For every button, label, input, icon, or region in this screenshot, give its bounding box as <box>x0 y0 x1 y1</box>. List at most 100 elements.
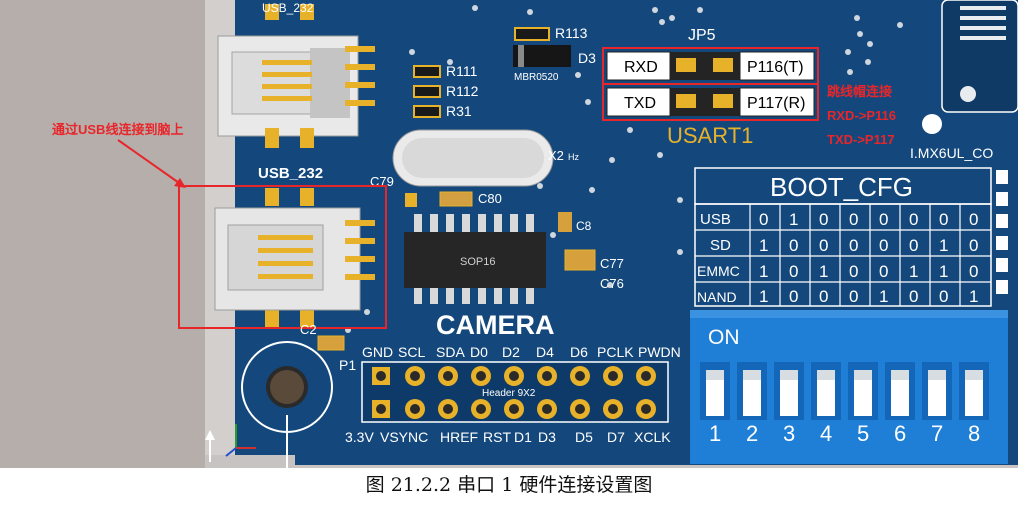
boot-bit: 0 <box>849 287 858 306</box>
dip-number: 4 <box>820 421 832 446</box>
boot-cfg-table <box>694 167 992 307</box>
cam-pin-top: GND <box>362 344 393 360</box>
boot-bit: 0 <box>969 236 978 255</box>
c2-body <box>317 335 345 351</box>
camera-pin-labels-bottom: 3.3V VSYNC HREF RST D1 D3 D5 D7 XCLK <box>345 429 671 445</box>
boot-bit: 1 <box>789 210 798 229</box>
boot-cfg-cells: USB SD EMMC NAND 0 1 0 0 0 0 0 0 1 0 0 0… <box>697 210 978 306</box>
c77-body <box>564 249 596 271</box>
dip-number: 8 <box>968 421 980 446</box>
c8-label: C8 <box>576 219 592 233</box>
c2-label: C2 <box>300 322 317 337</box>
boot-bit: 0 <box>849 236 858 255</box>
usb-arrow-head <box>174 178 186 188</box>
c80-label: C80 <box>478 191 502 206</box>
p116-box <box>739 51 815 81</box>
cam-pin-top: D4 <box>536 344 554 360</box>
module-pins <box>960 6 1006 102</box>
dip-on-label: ON <box>708 326 740 349</box>
dip-number: 5 <box>857 421 869 446</box>
cam-pin-bottom: VSYNC <box>380 429 428 445</box>
left-panel <box>0 0 205 468</box>
cam-pin-bottom: D1 <box>514 429 532 445</box>
p117-box <box>739 87 815 117</box>
rxd-label: RXD <box>624 59 658 76</box>
cam-pin-top: D0 <box>470 344 488 360</box>
axis-gizmo <box>205 424 256 462</box>
x2-freq: Hz <box>568 152 579 162</box>
header-label: Header 9X2 <box>482 388 536 399</box>
boot-bit: 0 <box>819 210 828 229</box>
pcb-render: USB_232 USB_232 C79 通过USB线连接到脑上 R111 R11… <box>0 0 1018 468</box>
c8-body <box>558 212 572 232</box>
dip-number: 2 <box>746 421 758 446</box>
dip-number: 7 <box>931 421 943 446</box>
p116-label: P116(T) <box>747 59 804 76</box>
boot-row-label: NAND <box>697 289 737 305</box>
usb-232-label: USB_232 <box>258 165 323 182</box>
boot-row-label: SD <box>710 237 731 254</box>
boot-bit: 1 <box>759 287 768 306</box>
boot-bit: 0 <box>909 287 918 306</box>
boot-bit: 0 <box>819 236 828 255</box>
boot-cfg-title: BOOT_CFG <box>770 172 913 202</box>
boot-row-label: USB <box>700 211 731 228</box>
usb-annotation: 通过USB线连接到脑上 <box>52 122 183 137</box>
figure-caption: 图 21.2.2 串口 1 硬件连接设置图 <box>365 474 653 496</box>
cam-pin-top: SCL <box>398 344 425 360</box>
d3-label: D3 <box>578 50 596 66</box>
cam-pin-bottom: RST <box>483 429 511 445</box>
usb-connector-top <box>217 35 375 137</box>
dip-numbers: 1 2 3 4 5 6 7 8 <box>709 421 980 446</box>
usb-side-pads <box>265 4 314 328</box>
usart1-label: USART1 <box>667 123 753 148</box>
boot-bit: 0 <box>909 210 918 229</box>
cam-pin-top: PCLK <box>597 344 634 360</box>
boot-bit: 1 <box>819 262 828 281</box>
header-pins <box>372 366 656 419</box>
boot-bit: 0 <box>909 236 918 255</box>
camera-pin-labels-top: GND SCL SDA D0 D2 D4 D6 PCLK PWDN <box>362 344 681 360</box>
resistors <box>413 27 550 118</box>
camera-title: CAMERA <box>436 310 555 340</box>
x2-label: X2 <box>548 148 564 163</box>
txd-highlight-box <box>602 83 819 121</box>
p117-label: P117(R) <box>747 95 805 112</box>
dip-number: 6 <box>894 421 906 446</box>
boot-bit: 0 <box>759 210 768 229</box>
usb-connector-bottom <box>214 207 375 311</box>
bottom-strip <box>205 455 295 468</box>
r112-label: R112 <box>446 83 479 99</box>
cam-pin-bottom: D7 <box>607 429 625 445</box>
cam-pin-bottom: 3.3V <box>345 429 374 445</box>
c77-label: C77 <box>600 256 624 271</box>
boot-bit: 0 <box>819 287 828 306</box>
usb-annotation-arrow <box>117 139 183 186</box>
p1-label: P1 <box>339 357 356 373</box>
boot-bit: 0 <box>939 210 948 229</box>
cam-pin-top: D2 <box>502 344 520 360</box>
boot-row-label: EMMC <box>697 263 740 279</box>
jumper-annotation: 跳线帽连接 <box>827 84 892 99</box>
dip-switch <box>690 310 1008 464</box>
cam-pin-top: SDA <box>436 344 465 360</box>
txd-label: TXD <box>624 95 656 112</box>
diode-d3 <box>513 45 571 67</box>
sop16-chip <box>404 214 546 304</box>
c76-label: C76 <box>600 276 624 291</box>
boot-bit: 1 <box>939 236 948 255</box>
mbr0520-label: MBR0520 <box>514 72 559 83</box>
txd-box <box>606 87 671 117</box>
usb-highlight-box <box>178 185 387 329</box>
boot-bit: 1 <box>759 262 768 281</box>
vias <box>345 5 903 333</box>
rxd-mapping: RXD->P116 <box>827 108 896 123</box>
boot-bit: 0 <box>969 262 978 281</box>
txd-mapping: TXD->P117 <box>827 132 895 147</box>
rxd-box <box>606 51 671 81</box>
boot-bit: 1 <box>879 287 888 306</box>
r31-label: R31 <box>446 103 472 119</box>
boot-bit: 0 <box>879 262 888 281</box>
boot-bit: 0 <box>789 262 798 281</box>
